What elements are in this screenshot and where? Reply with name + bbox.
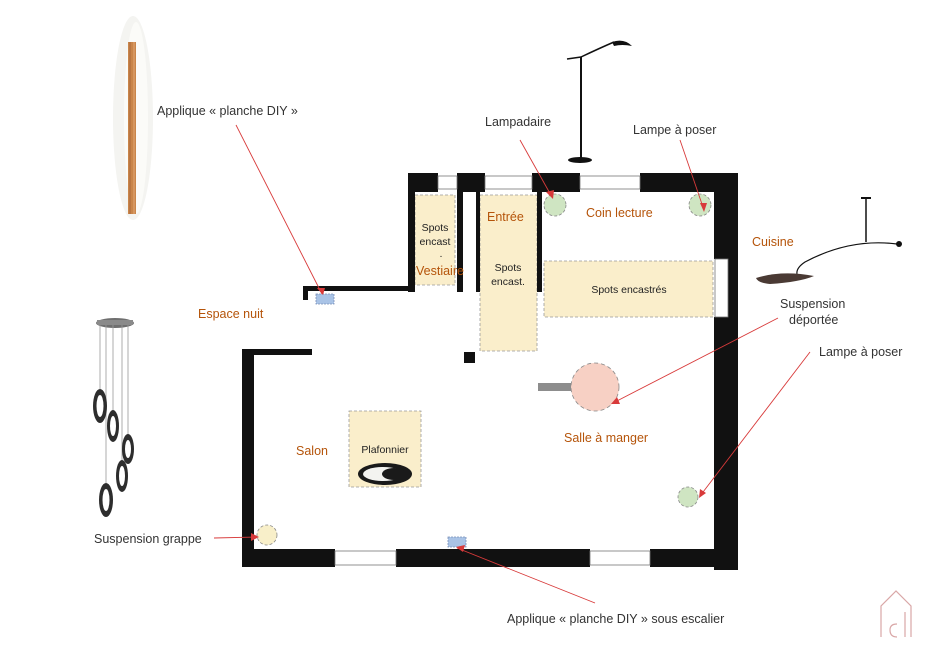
windows — [334, 175, 729, 566]
suspension-deportee-marker — [570, 362, 620, 412]
ceiling-light-icon — [358, 463, 412, 485]
spots-entree-label-2: encast. — [491, 276, 525, 288]
room-cuisine: Cuisine — [752, 235, 794, 249]
room-entree: Entrée — [487, 210, 524, 224]
callout-lampe-poser-right: Lampe à poser — [819, 345, 902, 359]
applique-diy-marker — [315, 293, 335, 305]
callout-lines — [213, 124, 811, 604]
walls — [242, 173, 738, 570]
lampadaire-marker — [543, 193, 567, 217]
room-coin-lecture: Coin lecture — [586, 206, 653, 220]
cluster-pendant-icon — [93, 318, 134, 517]
wall-sconce-icon — [113, 16, 153, 220]
room-vestiaire: Vestiaire — [416, 264, 464, 278]
room-espace-nuit: Espace nuit — [198, 307, 264, 321]
spots-cuisine-label: Spots encastrés — [591, 284, 666, 296]
spots-entree-label-1: Spots — [495, 262, 522, 274]
callout-applique-diy: Applique « planche DIY » — [157, 104, 298, 118]
spots-zone-entree — [479, 194, 538, 352]
logo-icon — [880, 590, 912, 638]
pendant-arm-lamp-icon — [756, 197, 902, 284]
room-salon: Salon — [296, 444, 328, 458]
callout-applique-escalier: Applique « planche DIY » sous escalier — [507, 612, 724, 626]
spots-zone-cuisine — [543, 260, 714, 318]
callout-suspension-deportee-line1: Suspension — [780, 297, 845, 311]
suspension-grappe-marker — [256, 524, 278, 546]
callout-arrowheads — [251, 190, 707, 552]
spots-vestiaire-label-3: · — [439, 250, 443, 262]
lampe-poser-right-marker — [677, 486, 699, 508]
plafonnier-label: Plafonnier — [361, 444, 409, 456]
floor-lamp-icon — [566, 40, 632, 163]
spots-vestiaire-label-2: encast — [420, 236, 451, 248]
spots-vestiaire-label-1: Spots — [422, 222, 449, 234]
lampe-poser-top-marker — [688, 193, 712, 217]
callout-suspension-deportee-line2: déportée — [789, 313, 838, 327]
callout-suspension-grappe: Suspension grappe — [94, 532, 202, 546]
callout-lampadaire: Lampadaire — [485, 115, 551, 129]
room-salle-a-manger: Salle à manger — [564, 431, 648, 445]
callout-lampe-poser-top: Lampe à poser — [633, 123, 716, 137]
